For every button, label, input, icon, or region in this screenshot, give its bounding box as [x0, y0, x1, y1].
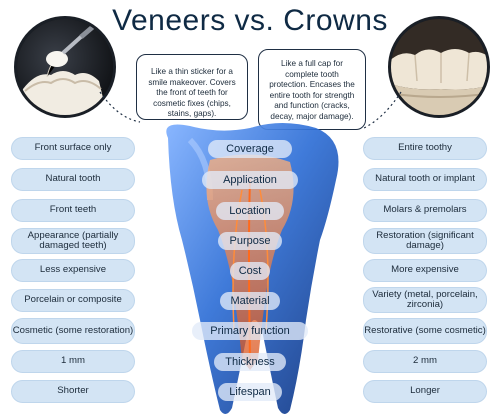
veneer-application-text: Natural tooth [45, 173, 101, 185]
veneer-cost-text: Less expensive [39, 264, 107, 276]
crown-material-text: Variety (metal, porcelain, zirconia) [372, 288, 478, 310]
veneer-thickness-text: 1 mm [61, 355, 85, 367]
veneer-location: Front teeth [11, 199, 135, 222]
category-primary-function: Primary function [180, 322, 320, 340]
category-application-label: Application [223, 174, 277, 186]
veneer-purpose: Appearance (partially damaged teeth) [11, 228, 135, 254]
crown-material: Variety (metal, porcelain, zirconia) [363, 287, 487, 313]
veneer-purpose-text: Appearance (partially damaged teeth) [27, 229, 119, 251]
crown-coverage: Entire toothy [363, 137, 487, 160]
crown-primary-function: Restorative (some cosmetic) [363, 318, 487, 344]
category-location: Location [180, 202, 320, 220]
crown-primary-function-text: Restorative (some cosmetic) [364, 324, 486, 336]
category-purpose-label: Purpose [229, 235, 271, 247]
veneer-location-text: Front teeth [49, 204, 97, 216]
crown-lifespan-text: Longer [410, 385, 440, 397]
crown-photo [388, 16, 490, 118]
crown-cost: More expensive [363, 259, 487, 282]
category-coverage-label: Coverage [226, 143, 274, 155]
crown-lifespan: Longer [363, 380, 487, 403]
veneer-lifespan: Shorter [11, 380, 135, 403]
category-cost: Cost [180, 262, 320, 280]
category-material: Material [180, 292, 320, 310]
category-application: Application [180, 171, 320, 189]
veneer-photo [14, 16, 116, 118]
crown-purpose: Restoration (significant damage) [363, 228, 487, 254]
category-thickness: Thickness [180, 353, 320, 371]
crown-thickness-text: 2 mm [413, 355, 437, 367]
crown-location-text: Molars & premolars [383, 204, 467, 216]
category-primary-function-label: Primary function [210, 325, 290, 337]
veneer-primary-function-text: Cosmetic (some restoration) [12, 324, 134, 336]
category-location-label: Location [229, 205, 271, 217]
crown-cost-text: More expensive [391, 264, 459, 276]
category-coverage: Coverage [180, 140, 320, 158]
veneer-cost: Less expensive [11, 259, 135, 282]
veneer-primary-function: Cosmetic (some restoration) [11, 318, 135, 344]
crown-thickness: 2 mm [363, 350, 487, 373]
category-material-label: Material [230, 295, 270, 307]
crown-purpose-text: Restoration (significant damage) [376, 229, 474, 251]
veneer-description: Like a thin sticker for a smile makeover… [136, 54, 248, 120]
crown-description: Like a full cap for complete tooth prote… [258, 49, 366, 130]
crown-application-text: Natural tooth or implant [375, 173, 475, 185]
category-cost-label: Cost [238, 265, 262, 277]
category-lifespan: Lifespan [180, 383, 320, 401]
veneer-material-text: Porcelain or composite [24, 294, 122, 306]
veneer-coverage: Front surface only [11, 137, 135, 160]
veneer-application: Natural tooth [11, 168, 135, 191]
veneer-thickness: 1 mm [11, 350, 135, 373]
crown-coverage-text: Entire toothy [398, 142, 452, 154]
veneer-lifespan-text: Shorter [57, 385, 89, 397]
category-thickness-label: Thickness [225, 356, 275, 368]
crown-application: Natural tooth or implant [363, 168, 487, 191]
crown-location: Molars & premolars [363, 199, 487, 222]
category-lifespan-label: Lifespan [229, 386, 271, 398]
category-purpose: Purpose [180, 232, 320, 250]
page-title: Veneers vs. Crowns [112, 4, 388, 37]
veneer-coverage-text: Front surface only [34, 142, 112, 154]
veneer-material: Porcelain or composite [11, 289, 135, 312]
